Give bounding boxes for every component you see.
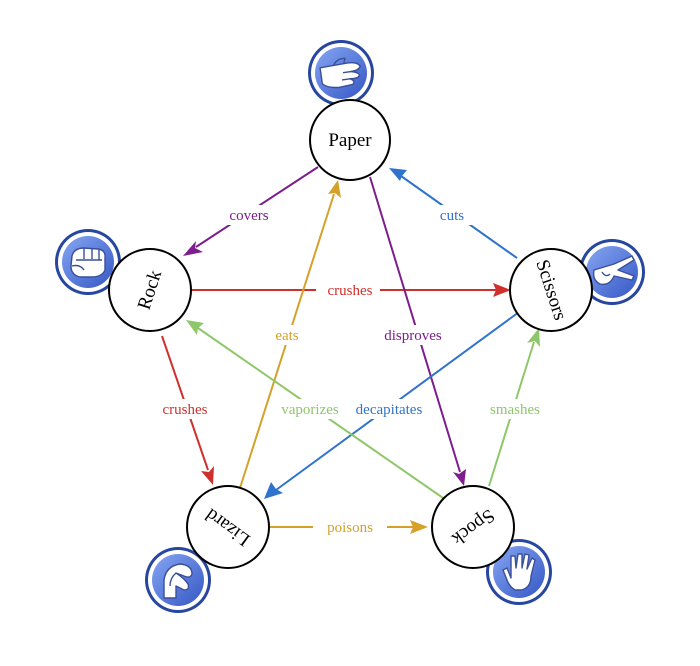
edge-label-spock-rock: vaporizes (281, 402, 339, 418)
lizard-hand-icon (145, 547, 211, 613)
edge-label-rock-lizard: crushes (163, 402, 208, 418)
edge-label-lizard-paper: eats (275, 328, 298, 344)
flat-hand-icon (308, 40, 374, 106)
edge-label-scissors-lizard: decapitates (356, 402, 423, 418)
edges (161, 166, 540, 534)
edge-label-scissors-paper: cuts (440, 208, 464, 224)
node-label-paper: Paper (328, 130, 372, 151)
edge-label-rock-scissors: crushes (328, 283, 373, 299)
edge-label-paper-rock: covers (229, 208, 268, 224)
fist-icon (55, 229, 121, 295)
edge-label-lizard-spock: poisons (327, 520, 373, 536)
node-paper: Paper (309, 99, 391, 181)
edge-label-spock-scissors: smashes (490, 402, 540, 418)
edge-label-paper-spock: disproves (384, 328, 442, 344)
node-rock: Rock (108, 248, 192, 332)
node-lizard: Lizard (186, 485, 270, 569)
scissors-hand-icon (579, 239, 645, 305)
nodes: Paper Rock Scissors Lizard Spock (108, 99, 593, 569)
node-scissors: Scissors (509, 248, 593, 332)
icon-badges (55, 40, 645, 613)
node-spock: Spock (431, 485, 515, 569)
edge-labels: crushes crushes covers disproves cuts de… (150, 205, 550, 537)
edge-paper-spock (369, 176, 466, 486)
